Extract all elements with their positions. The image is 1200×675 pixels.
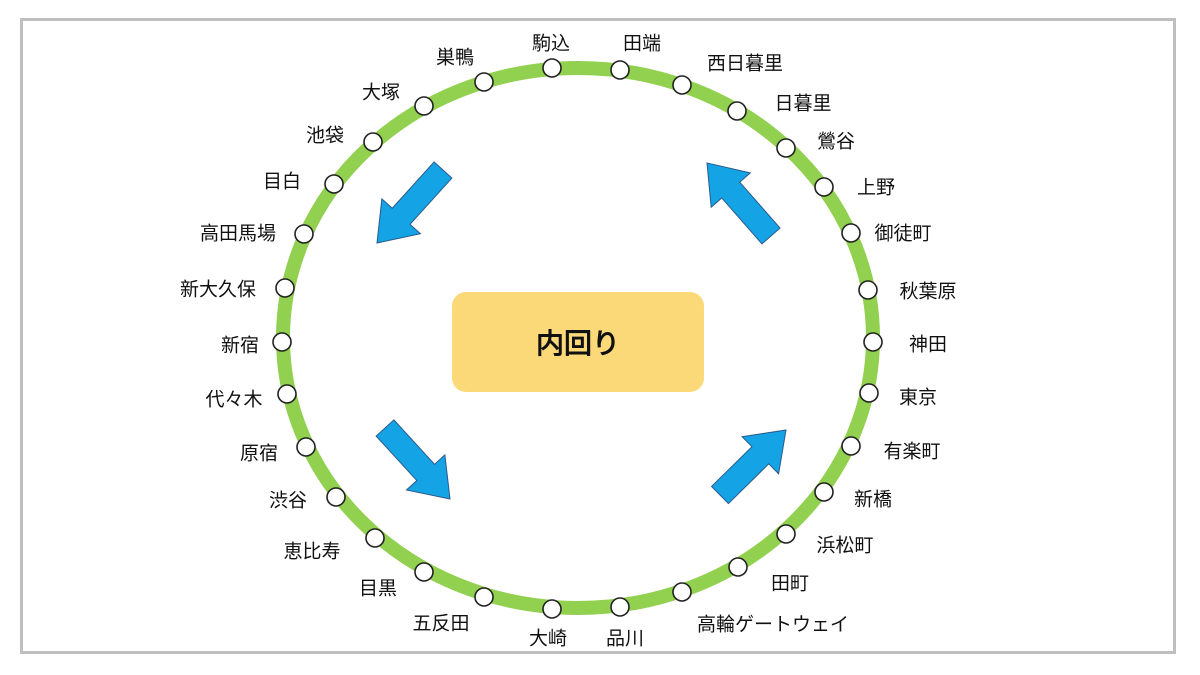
station-label: 神田	[908, 333, 948, 356]
station-marker	[727, 101, 747, 121]
station-label: 駒込	[531, 32, 571, 55]
station-label: 大塚	[361, 81, 401, 104]
station-label: 東京	[898, 386, 938, 409]
direction-arrow-down-left-icon	[376, 161, 453, 244]
station-marker	[814, 177, 834, 197]
station-label: 高田馬場	[199, 222, 277, 245]
station-label: 目白	[262, 170, 302, 193]
diagram-frame	[20, 18, 1176, 654]
station-marker	[672, 75, 692, 95]
station-label: 日暮里	[774, 92, 832, 115]
station-marker	[728, 557, 748, 577]
station-label: 渋谷	[268, 489, 308, 512]
station-label: 新大久保	[179, 278, 257, 301]
direction-arrow-up-left-icon	[706, 162, 781, 245]
station-marker	[863, 332, 883, 352]
station-label: 新橋	[853, 488, 893, 511]
station-label: 池袋	[305, 124, 345, 147]
station-label: 目黒	[358, 577, 398, 600]
direction-title: 内回り	[452, 292, 704, 392]
station-marker	[294, 224, 314, 244]
station-marker	[326, 487, 346, 507]
station-label: 上野	[856, 176, 896, 199]
station-label: 高輪ゲートウェイ	[696, 613, 850, 636]
station-marker	[814, 482, 834, 502]
station-label: 有楽町	[883, 440, 941, 463]
station-marker	[841, 436, 861, 456]
station-marker	[474, 72, 494, 92]
station-label: 新宿	[220, 334, 260, 357]
station-marker	[841, 223, 861, 243]
station-marker	[272, 332, 292, 352]
station-marker	[542, 599, 562, 619]
station-label: 巣鴨	[435, 46, 475, 69]
station-marker	[542, 58, 562, 78]
station-marker	[414, 96, 434, 116]
station-marker	[275, 278, 295, 298]
station-marker	[474, 587, 494, 607]
station-marker	[363, 132, 383, 152]
station-marker	[858, 280, 878, 300]
station-label: 田町	[770, 572, 810, 595]
station-label: 御徒町	[874, 222, 932, 245]
station-marker	[414, 562, 434, 582]
station-marker	[776, 524, 796, 544]
station-marker	[296, 437, 316, 457]
station-marker	[610, 597, 630, 617]
station-marker	[672, 582, 692, 602]
station-label: 原宿	[239, 442, 279, 465]
station-marker	[324, 174, 344, 194]
station-marker	[776, 138, 796, 158]
station-marker	[277, 384, 297, 404]
station-label: 五反田	[412, 612, 470, 635]
station-label: 浜松町	[816, 534, 874, 557]
direction-arrow-down-right-icon	[375, 419, 451, 500]
station-label: 代々木	[205, 388, 263, 411]
direction-arrow-up-right-icon	[710, 429, 787, 505]
station-marker	[365, 528, 385, 548]
station-marker	[859, 383, 879, 403]
station-label: 鶯谷	[816, 130, 856, 153]
station-label: 品川	[605, 627, 645, 650]
station-label: 田端	[622, 32, 662, 55]
station-marker	[610, 60, 630, 80]
station-label: 秋葉原	[899, 280, 957, 303]
station-label: 恵比寿	[283, 540, 341, 563]
station-label: 大崎	[528, 627, 568, 650]
station-label: 西日暮里	[706, 52, 784, 75]
